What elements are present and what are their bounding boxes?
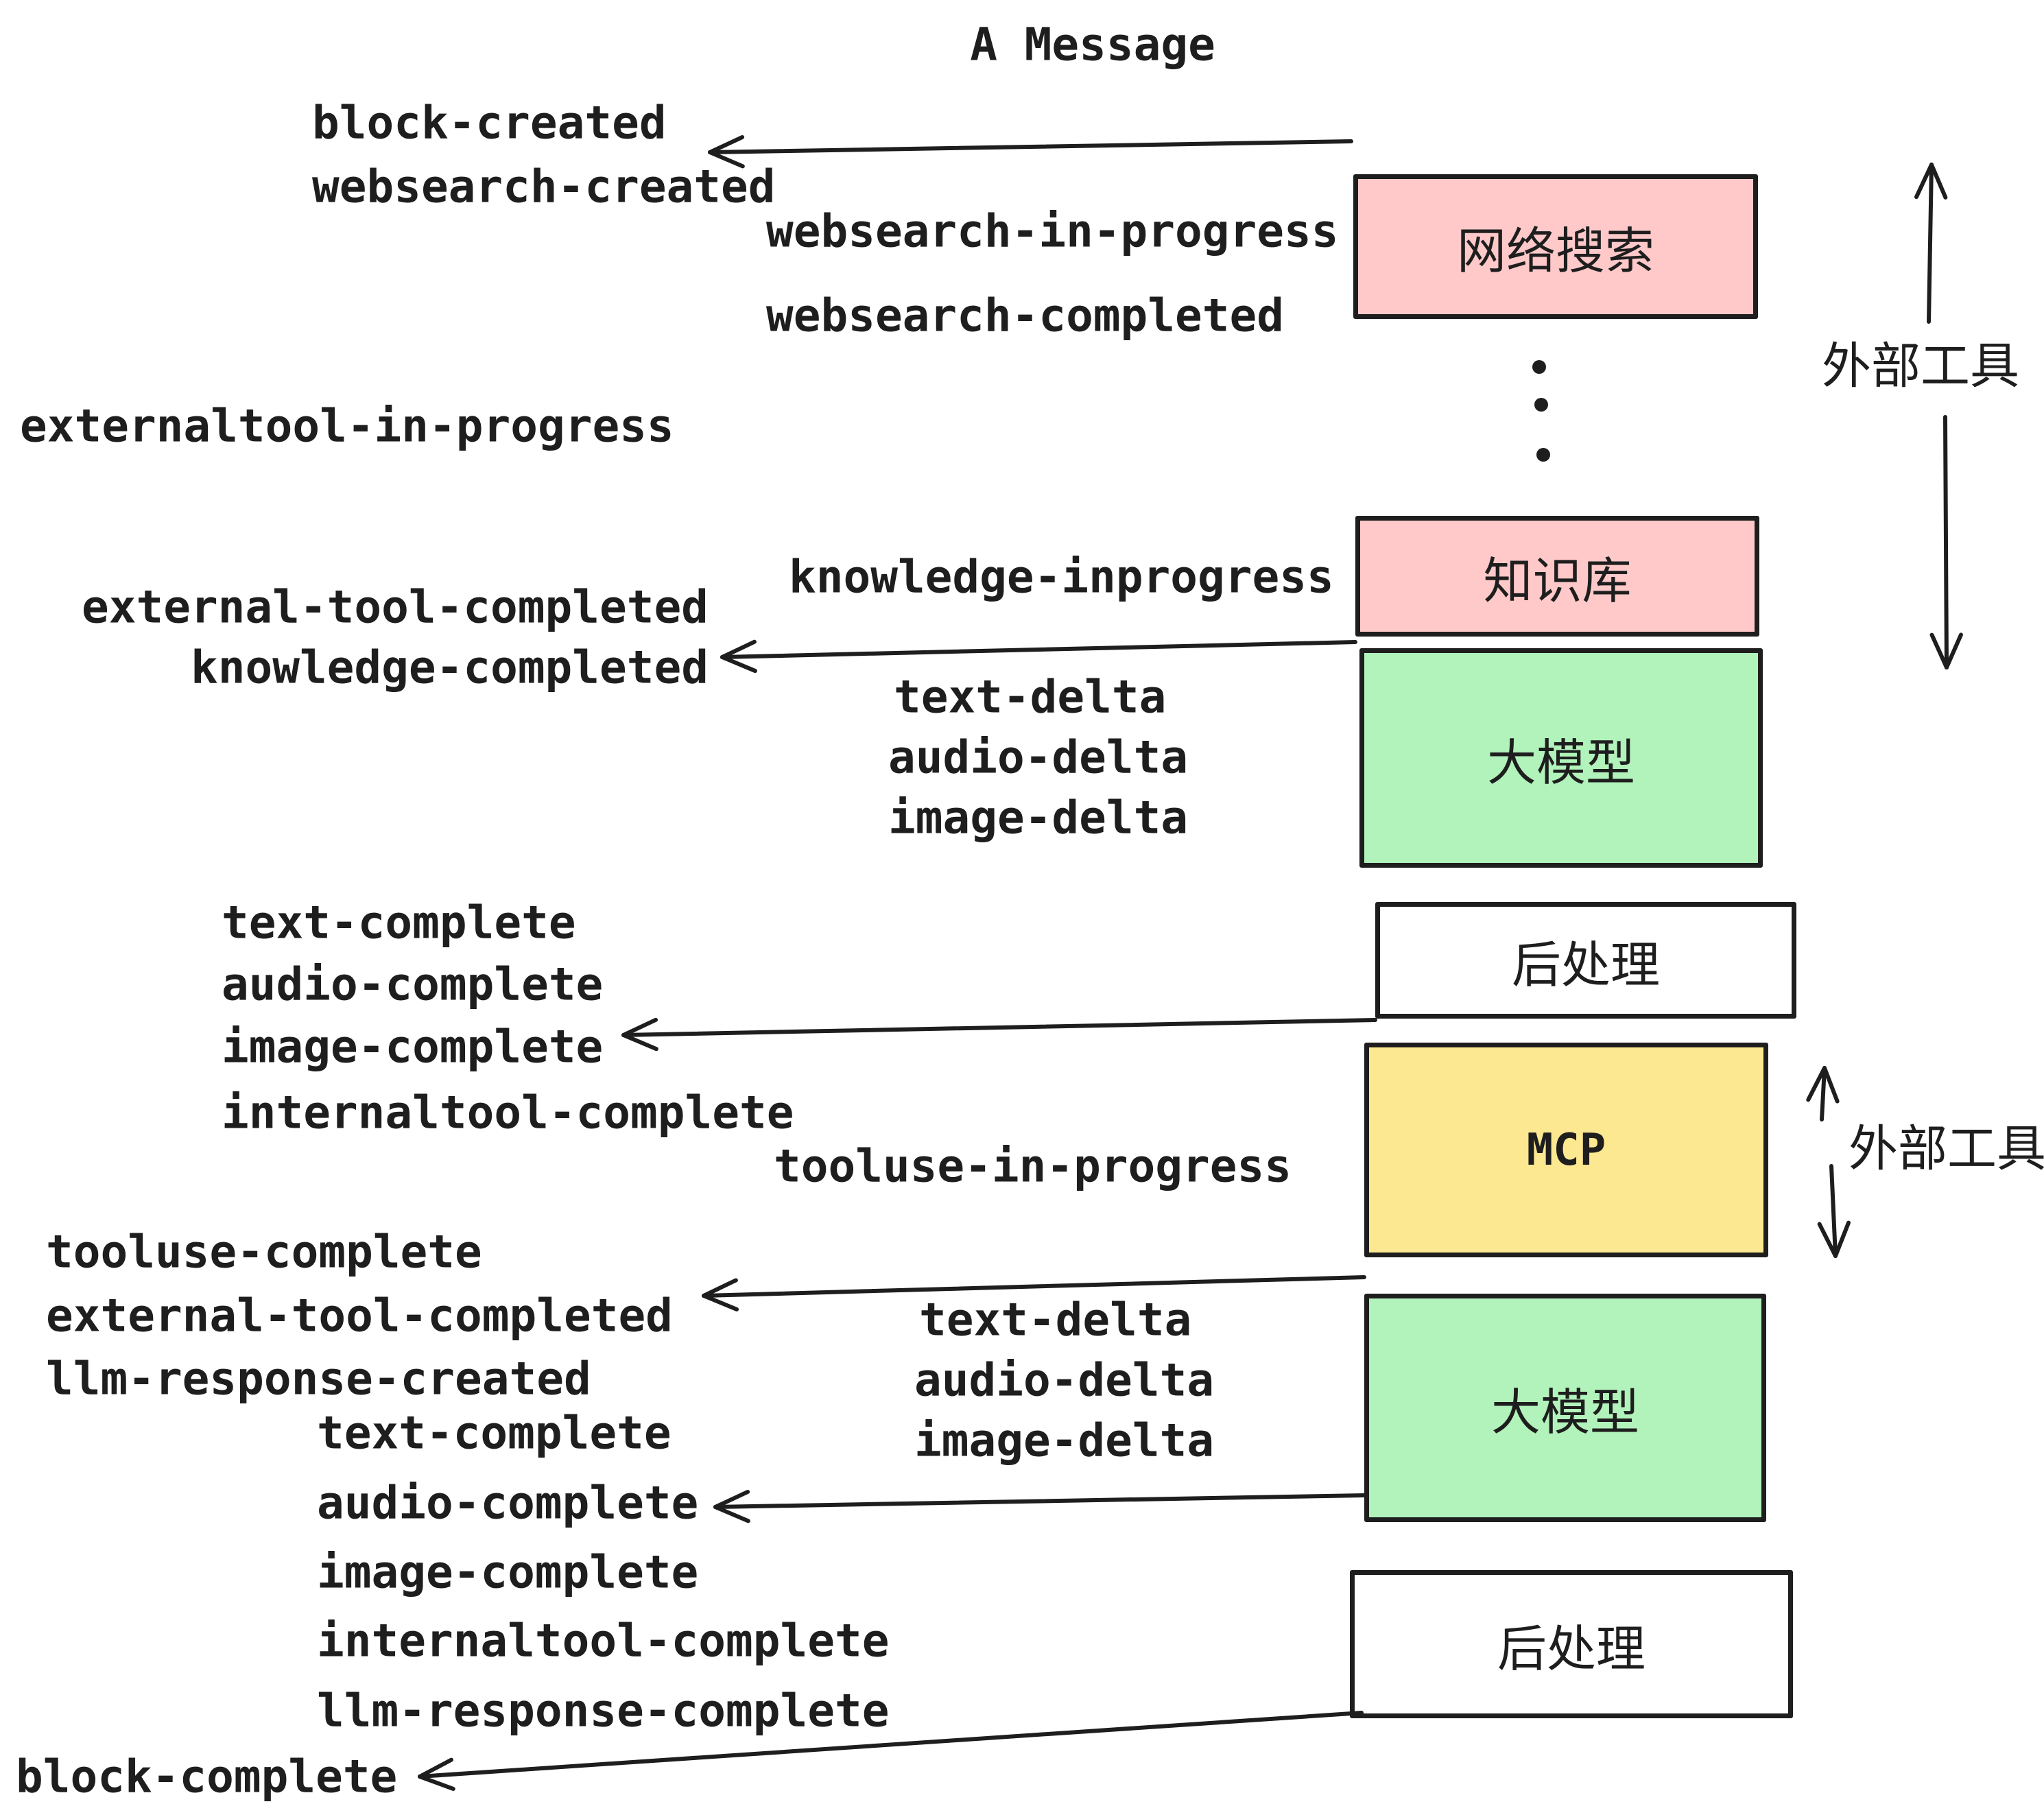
event-llm-response-complete: llm-response-complete bbox=[317, 1684, 890, 1737]
label-external-tools-2: 外部工具 bbox=[1849, 1121, 2044, 1177]
event-audio-delta-2: audio-delta bbox=[914, 1353, 1215, 1407]
box-mcp: MCP bbox=[1364, 1043, 1768, 1257]
arrow-knowledge-completed bbox=[720, 639, 1357, 674]
event-block-complete: block-complete bbox=[16, 1750, 398, 1803]
event-audio-delta-1: audio-delta bbox=[888, 731, 1189, 784]
event-tooluse-in-progress: tooluse-in-progress bbox=[774, 1139, 1292, 1193]
label-external-tools-1: 外部工具 bbox=[1822, 339, 2020, 394]
event-audio-complete-1: audio-complete bbox=[222, 958, 604, 1011]
event-internaltool-complete-1: internaltool-complete bbox=[222, 1086, 794, 1139]
event-websearch-created: websearch-created bbox=[312, 160, 776, 213]
box-postprocess-1: 后处理 bbox=[1375, 902, 1796, 1019]
arrow-external-tools-down-2 bbox=[1817, 1164, 1851, 1258]
ellipsis-dot bbox=[1536, 448, 1550, 462]
event-text-complete-2: text-complete bbox=[317, 1406, 672, 1460]
event-tooluse-complete: tooluse-complete bbox=[46, 1225, 482, 1279]
box-llm-1: 大模型 bbox=[1359, 648, 1763, 868]
arrow-block-websearch-created bbox=[708, 134, 1353, 169]
box-llm-2: 大模型 bbox=[1364, 1294, 1766, 1522]
event-text-complete-1: text-complete bbox=[222, 896, 576, 949]
arrow-external-tools-up-1 bbox=[1914, 163, 1948, 324]
event-text-delta-1: text-delta bbox=[894, 670, 1167, 724]
event-audio-complete-2: audio-complete bbox=[317, 1476, 699, 1530]
event-external-tool-completed-2: external-tool-completed bbox=[46, 1289, 673, 1342]
event-internaltool-complete-2: internaltool-complete bbox=[317, 1614, 890, 1667]
ellipsis-dot bbox=[1532, 360, 1546, 374]
box-websearch: 网络搜索 bbox=[1353, 174, 1758, 319]
ellipsis-dot bbox=[1534, 398, 1548, 412]
event-image-complete-1: image-complete bbox=[222, 1020, 604, 1073]
event-llm-response-created: llm-response-created bbox=[46, 1352, 591, 1405]
event-text-delta-2: text-delta bbox=[919, 1293, 1192, 1346]
event-knowledge-completed: knowledge-completed bbox=[191, 641, 709, 694]
event-external-tool-completed-1: external-tool-completed bbox=[82, 580, 709, 634]
event-knowledge-inprogress: knowledge-inprogress bbox=[789, 550, 1334, 604]
box-postprocess-2: 后处理 bbox=[1350, 1570, 1793, 1718]
event-websearch-in-progress: websearch-in-progress bbox=[766, 204, 1339, 258]
diagram-title: A Message bbox=[970, 18, 1215, 71]
arrow-tooluse-complete bbox=[702, 1275, 1366, 1312]
arrow-external-tools-up-2 bbox=[1806, 1066, 1840, 1121]
arrow-audio-complete bbox=[713, 1489, 1366, 1523]
box-knowledge-base: 知识库 bbox=[1355, 516, 1759, 637]
event-image-delta-1: image-delta bbox=[888, 791, 1189, 844]
event-externaltool-in-progress: externaltool-in-progress bbox=[20, 399, 674, 453]
event-image-complete-2: image-complete bbox=[317, 1545, 699, 1599]
event-block-created: block-created bbox=[312, 96, 667, 150]
event-websearch-completed: websearch-completed bbox=[766, 289, 1284, 342]
event-image-delta-2: image-delta bbox=[914, 1414, 1215, 1467]
arrow-block-complete bbox=[418, 1711, 1364, 1791]
arrow-image-complete bbox=[621, 1017, 1377, 1052]
arrow-external-tools-down-1 bbox=[1929, 415, 1963, 669]
